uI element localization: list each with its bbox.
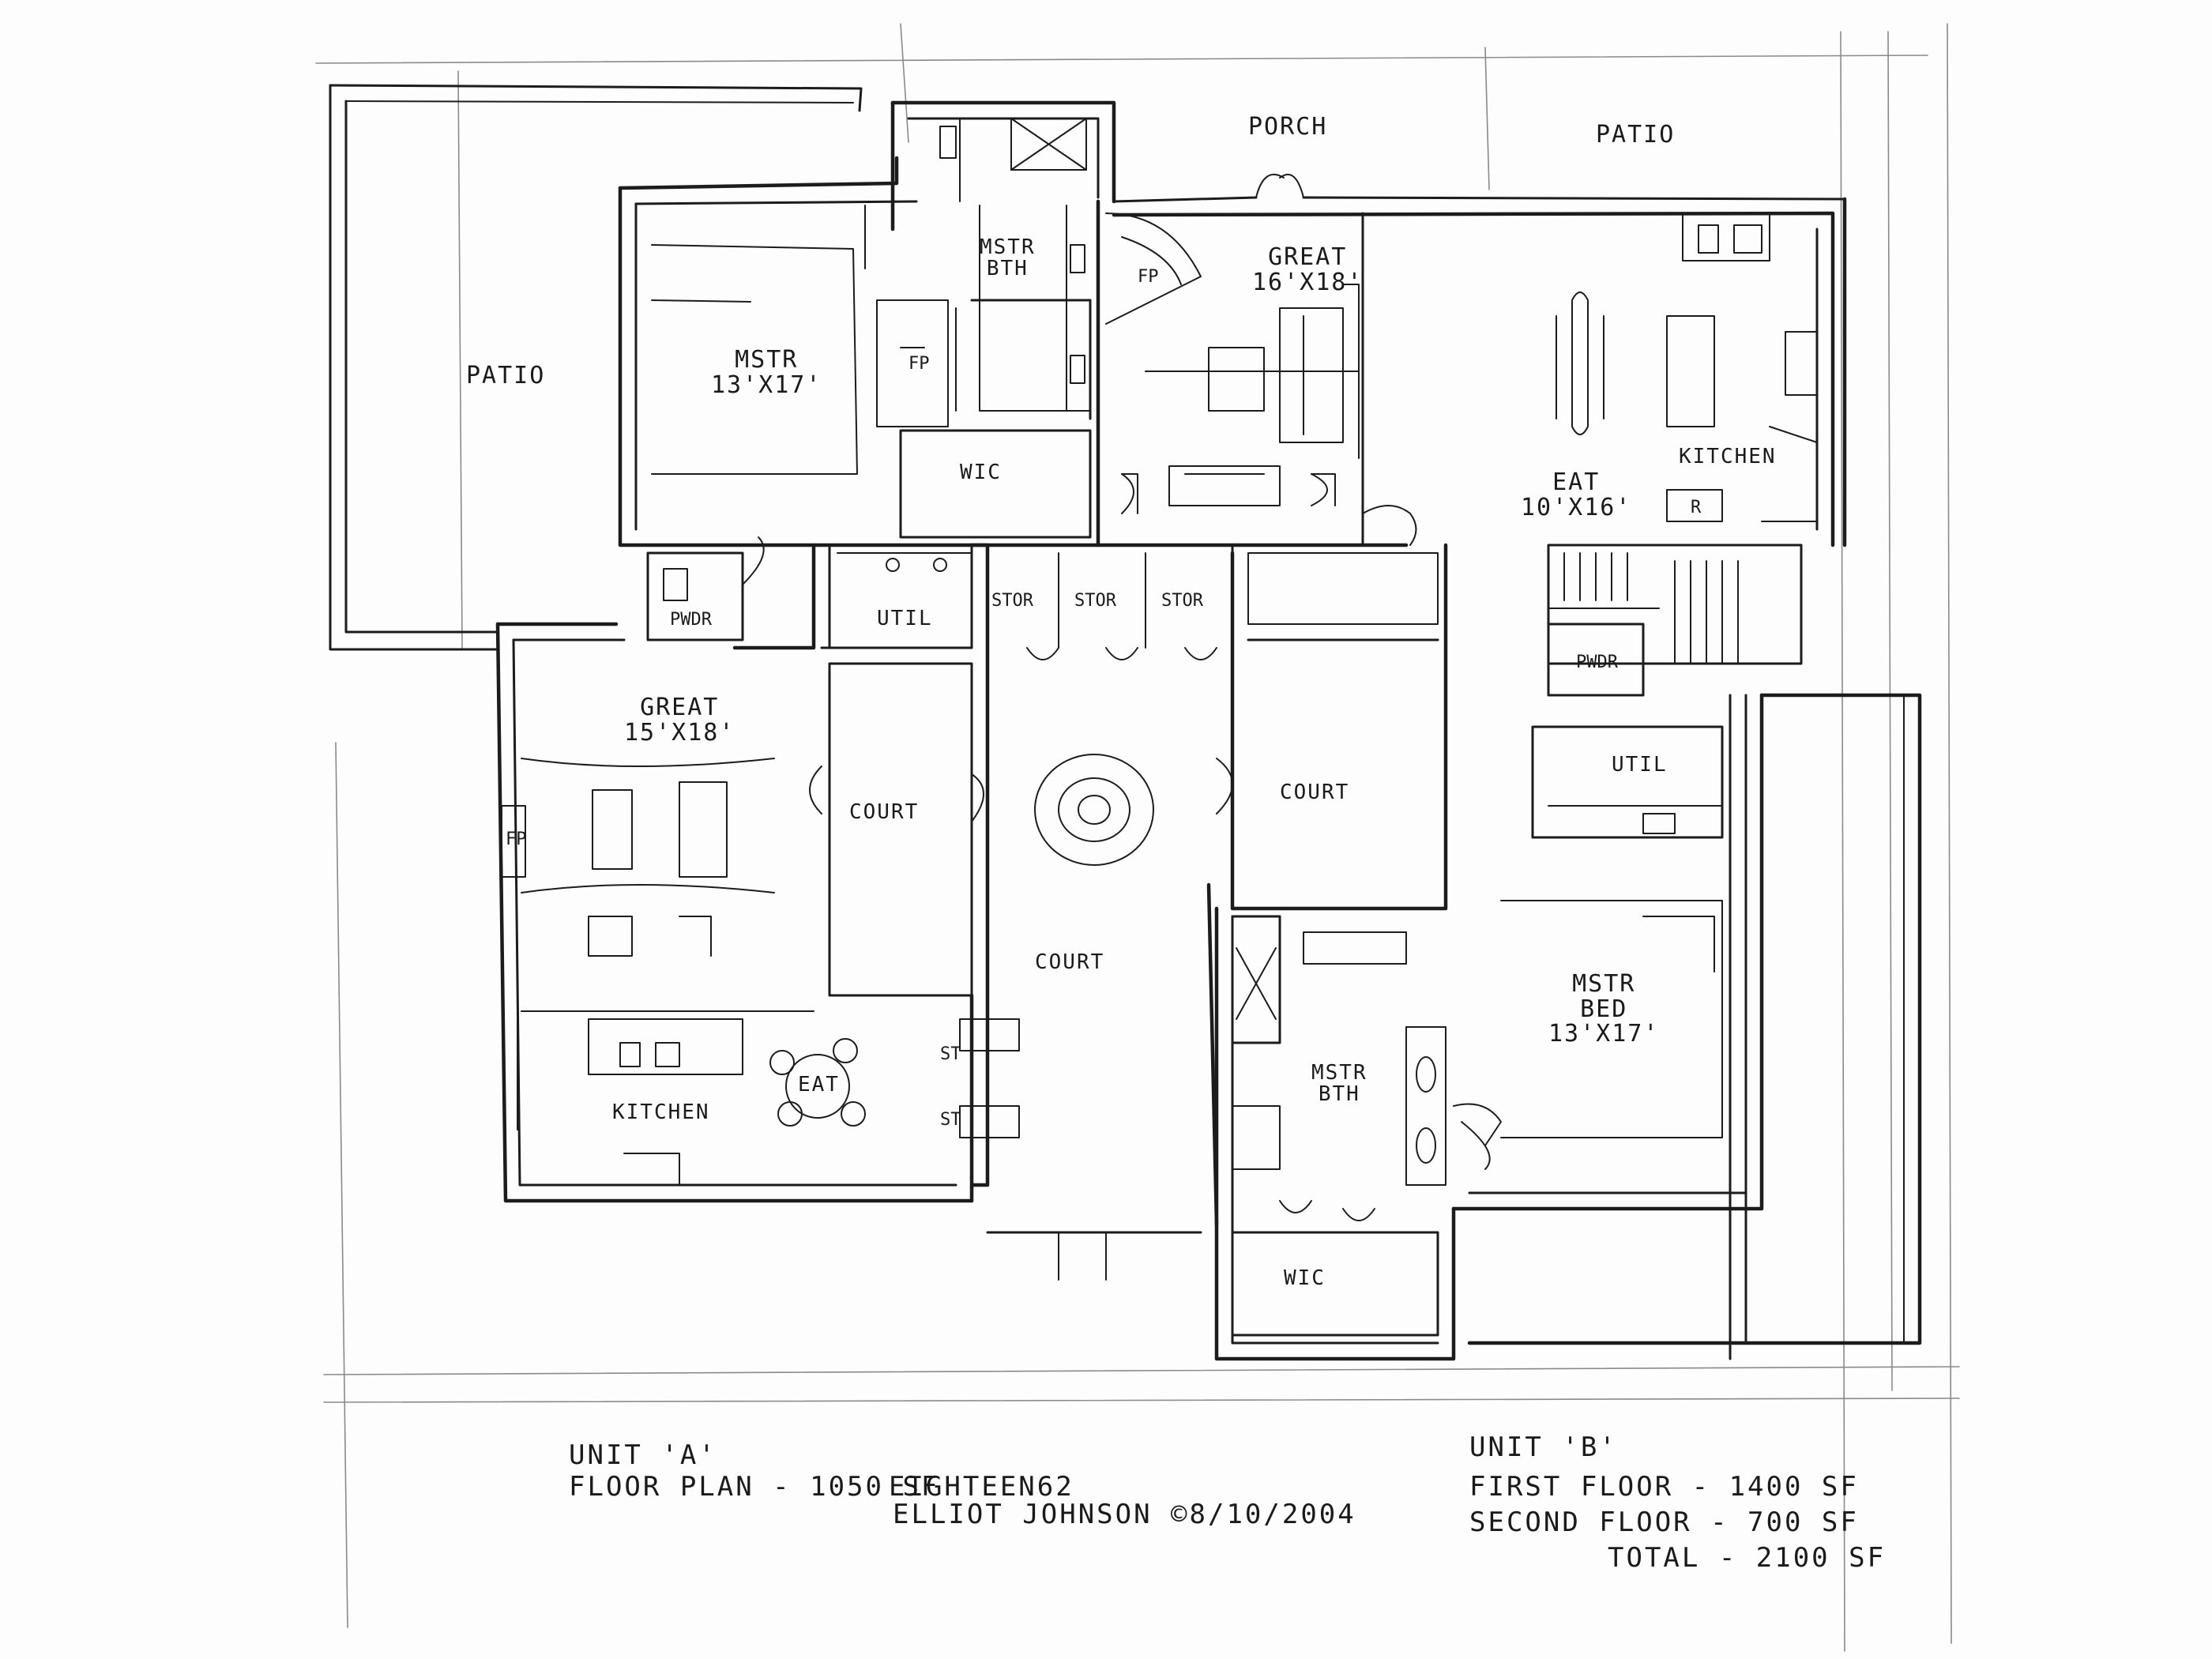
upper-master-bath-label: MSTR BTH [980,235,1036,281]
unit-a-util-label: UTIL [877,607,933,630]
center-court [969,543,1234,1281]
eat-kitchen-upper-right [1547,213,1818,665]
upper-fireplace-label: FP [908,354,930,374]
lower-wic-label: WIC [1284,1266,1326,1290]
court-left-label: COURT [849,800,920,824]
lower-master-bed-size: 13'X17' [1548,1020,1660,1048]
court-center-label: COURT [1035,950,1105,974]
porch-label: PORCH [1248,113,1328,141]
refrigerator-label: R [1691,498,1702,517]
great-fireplace-label: FP [1138,267,1159,287]
storage-label-2: STOR [1074,591,1116,611]
lower-master-bath-name: MSTR [1311,1061,1367,1085]
upper-master-bedroom-size: 13'X17' [711,371,822,399]
upper-eat-label: EAT 10'X16' [1521,470,1631,520]
storage-tag-2: ST [940,1110,961,1130]
upper-great-room [1096,199,1417,547]
unit-b-upper-walls [618,100,1847,547]
unit-b-util-label: UTIL [1612,753,1668,777]
project-name: EIGHTEEN62 [889,1471,1074,1503]
lower-master-bath-sub: BTH [1318,1082,1360,1107]
upper-kitchen-label: KITCHEN [1679,445,1777,468]
upper-master-bedroom-label: MSTR 13'X17' [711,348,822,397]
upper-wic-label: WIC [960,461,1002,484]
right-court [1216,543,1448,911]
unit-a-kitchen-label: KITCHEN [612,1100,710,1124]
lower-master-bath-label: MSTR BTH [1311,1061,1367,1107]
unit-b-pwdr-label: PWDR [1576,653,1618,672]
unit-a-title: UNIT 'A' [569,1439,717,1471]
patio-left-label: PATIO [466,362,546,389]
unit-b-total: TOTAL - 2100 SF [1608,1542,1887,1574]
unit-a-area: FLOOR PLAN - 1050 SF [569,1471,940,1503]
upper-master-bath-sub: BTH [986,257,1029,281]
lower-master-bed-sub: BED [1580,995,1628,1023]
upper-great-room-name: GREAT [1268,243,1348,271]
unit-b-first-floor: FIRST FLOOR - 1400 SF [1469,1471,1859,1503]
left-court-and-util [809,544,984,997]
upper-eat-name: EAT [1552,468,1601,496]
author-credit: ELLIOT JOHNSON ©8/10/2004 [893,1499,1356,1530]
right-walkway [1729,694,1905,1360]
unit-a-walls [495,536,1020,1203]
court-right-label: COURT [1280,781,1350,804]
lower-master-bed-label: MSTR BED 13'X17' [1548,972,1659,1047]
storage-label-3: STOR [1161,591,1203,611]
storage-tag-1: ST [940,1044,961,1064]
unit-b-title: UNIT 'B' [1469,1431,1618,1463]
upper-great-room-label: GREAT 16'X18' [1252,245,1363,295]
unit-a-eat-label: EAT [798,1073,840,1097]
unit-a-great-size: 15'X18' [624,718,735,747]
sheet-guide-lines [315,23,1960,1652]
upper-eat-size: 10'X16' [1521,493,1632,521]
lower-master-bed-name: MSTR [1572,970,1636,998]
upper-master-bath-name: MSTR [980,235,1036,259]
upper-great-room-size: 16'X18' [1252,268,1364,296]
unit-b-second-floor: SECOND FLOOR - 700 SF [1469,1507,1859,1538]
storage-label-1: STOR [991,591,1033,611]
upper-master-bedroom [651,126,1092,539]
unit-a-fireplace-label: FP [506,830,527,849]
unit-a-pwdr-label: PWDR [670,610,712,630]
left-patio-outline [329,84,863,651]
unit-a-great-name: GREAT [640,694,720,721]
patio-right-label: PATIO [1596,121,1676,149]
upper-master-bedroom-name: MSTR [735,346,799,374]
unit-b-lower [1214,623,1922,1361]
unit-a-great-label: GREAT 15'X18' [624,695,735,745]
